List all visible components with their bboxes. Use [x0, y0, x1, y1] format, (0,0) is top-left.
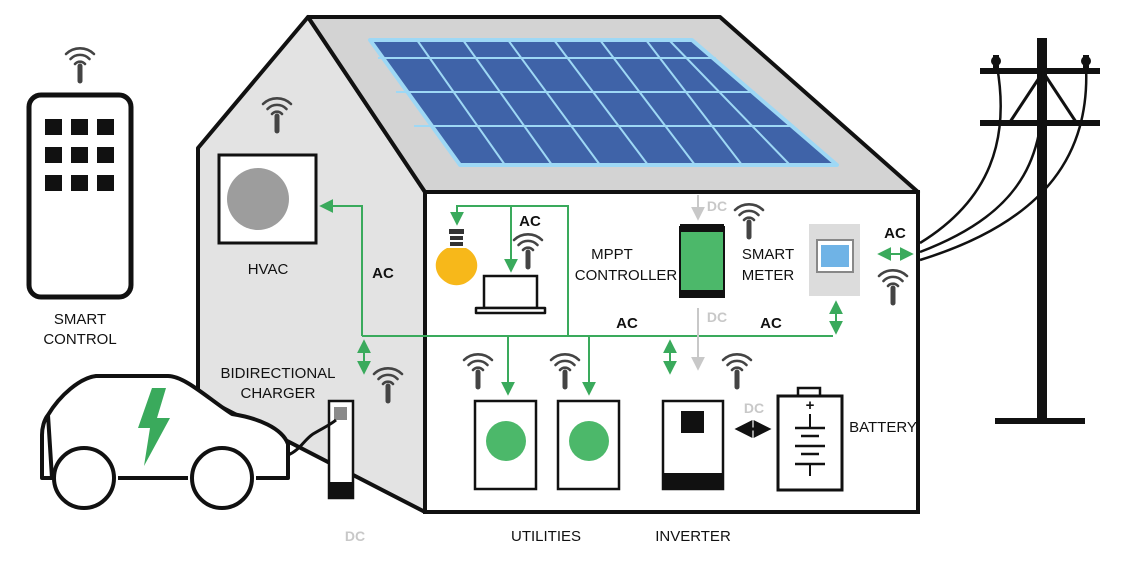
utility-box-1	[473, 399, 538, 491]
ac-label-hvac: AC	[372, 265, 394, 282]
solar-panel	[368, 38, 839, 167]
phone-wifi-icon	[66, 48, 94, 81]
dc-label-charger: DC	[345, 528, 365, 544]
charger-label-2: CHARGER	[240, 385, 315, 402]
utility-pole	[919, 38, 1100, 424]
smart-control-phone	[26, 48, 134, 300]
ac-label-laptop: AC	[519, 213, 541, 230]
smart-control-label-1: SMART	[54, 311, 106, 328]
ac-label-bus-right: AC	[760, 315, 782, 332]
dc-label-mppt-top: DC	[707, 198, 727, 214]
lightning-bolt-icon	[138, 388, 170, 466]
smart-meter-unit	[809, 224, 860, 296]
utility-box-2	[556, 399, 621, 491]
hvac-unit	[217, 153, 318, 245]
ac-label-grid: AC	[884, 225, 906, 242]
dc-label-mppt-bottom: DC	[707, 309, 727, 325]
battery-icon	[776, 386, 844, 492]
smart-meter-label-2: METER	[742, 267, 795, 284]
smart-control-label-2: CONTROL	[43, 331, 116, 348]
dc-label-battery: DC	[744, 400, 764, 416]
smart-meter-label-1: SMART	[742, 246, 794, 263]
mppt-controller-unit	[679, 224, 725, 298]
ac-flow-lines	[319, 199, 914, 396]
mppt-label-1: MPPT	[591, 246, 633, 263]
charger-label-1: BIDIRECTIONAL	[220, 365, 335, 382]
light-bulb-icon	[435, 229, 478, 286]
battery-plus-sign: +	[806, 397, 815, 414]
hvac-label: HVAC	[248, 261, 289, 278]
ac-label-bus-left: AC	[616, 315, 638, 332]
laptop-icon	[474, 274, 547, 315]
mppt-label-2: CONTROLLER	[575, 267, 678, 284]
inverter-unit	[661, 399, 725, 491]
inverter-label: INVERTER	[655, 528, 731, 545]
battery-label: BATTERY	[849, 419, 917, 436]
utilities-label: UTILITIES	[511, 528, 581, 545]
bidirectional-charger-unit	[327, 399, 355, 500]
